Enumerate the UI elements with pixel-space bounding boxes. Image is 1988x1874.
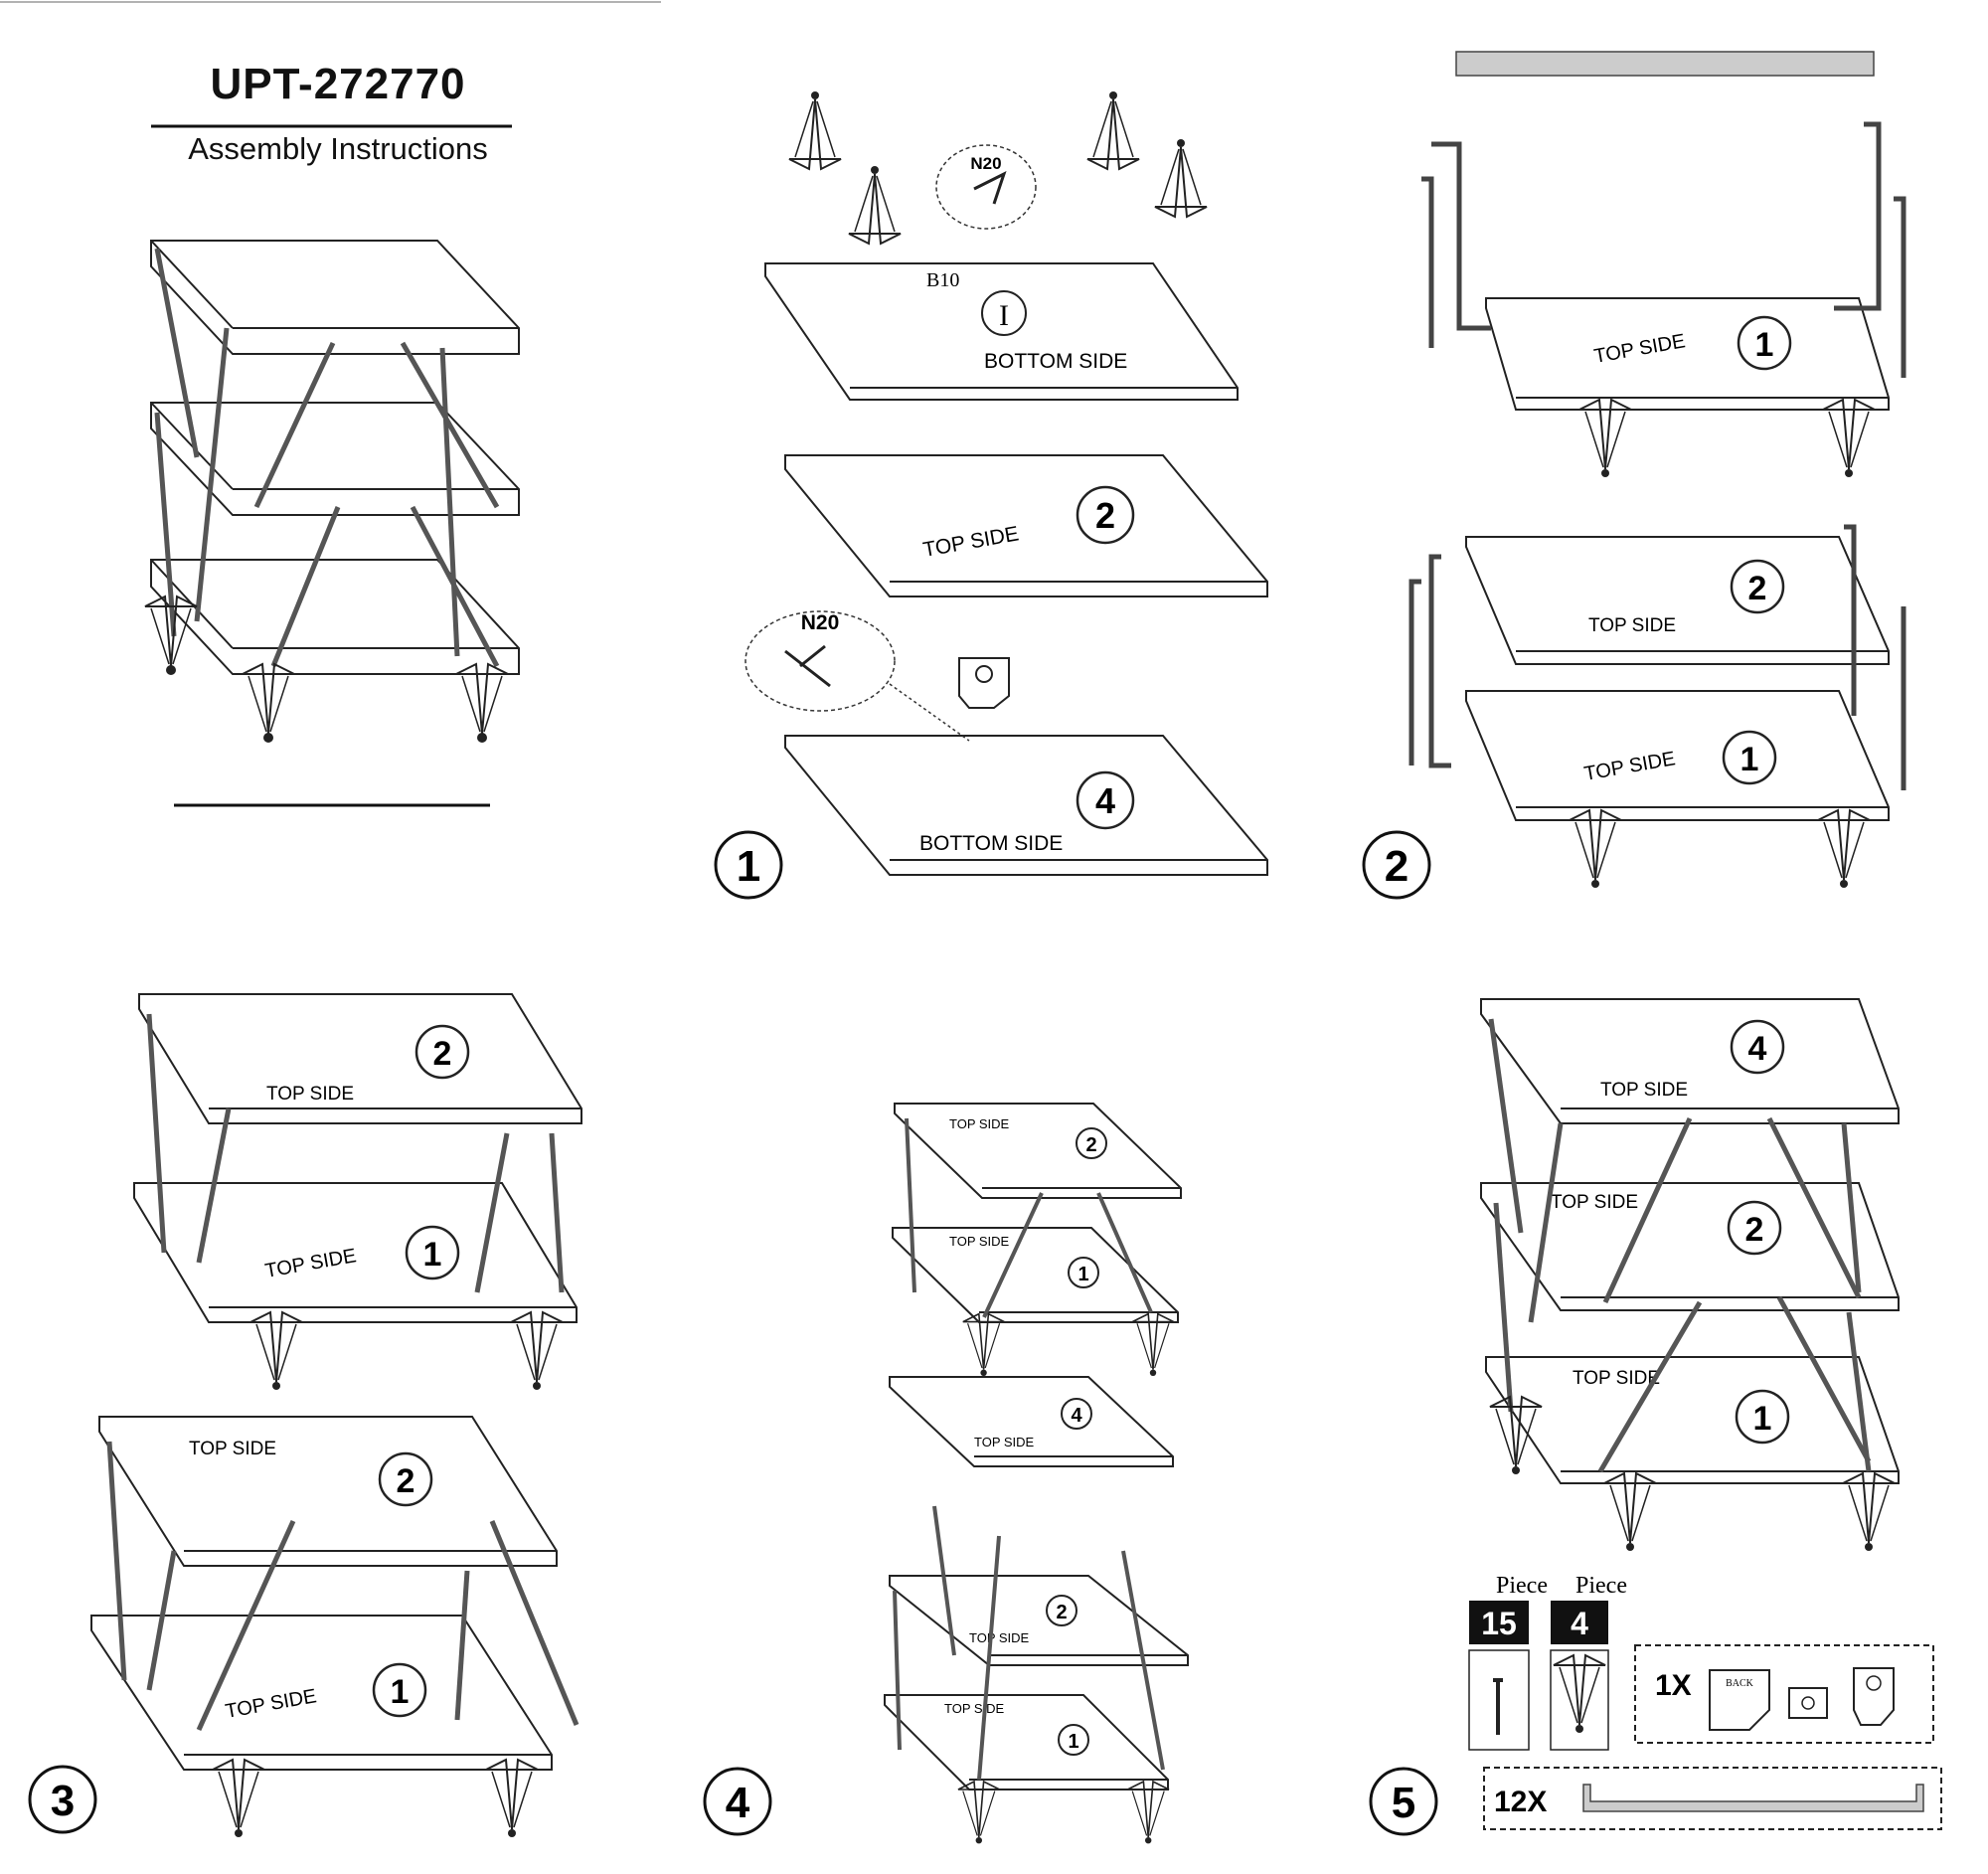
step-number-2: 2 bbox=[1362, 830, 1431, 900]
rod-multiplier: 12X bbox=[1494, 1786, 1547, 1818]
svg-text:4: 4 bbox=[726, 1779, 750, 1827]
screw-code-label-bottom: N20 bbox=[801, 611, 840, 634]
step-number-1: 1 bbox=[714, 830, 783, 900]
shelf-number-1-step5: 1 bbox=[1753, 1400, 1772, 1438]
overview-assembly bbox=[144, 240, 520, 743]
leg-quantity: 4 bbox=[1571, 1606, 1588, 1641]
screw-code-label-top: N20 bbox=[970, 154, 1001, 173]
piece-label-legs: Piece bbox=[1575, 1573, 1627, 1599]
step-1-diagram: I BOTTOM SIDE B10 N20 2 TOP SIDE 4 BOTTO… bbox=[745, 90, 1268, 876]
shelf-number-1-step2: 1 bbox=[1740, 741, 1759, 778]
piece-label-screws: Piece bbox=[1496, 1573, 1548, 1599]
top-side-label-step5-b: TOP SIDE bbox=[1551, 1192, 1638, 1213]
svg-text:3: 3 bbox=[51, 1777, 75, 1825]
shelf-number-4-step1: 4 bbox=[1095, 780, 1115, 821]
step-number-4: 4 bbox=[703, 1767, 772, 1836]
step-number-5: 5 bbox=[1369, 1767, 1438, 1836]
shelf-number-2-step5: 2 bbox=[1745, 1211, 1764, 1249]
top-side-label-step3-c: TOP SIDE bbox=[189, 1439, 276, 1459]
top-side-label-step5-a: TOP SIDE bbox=[1600, 1080, 1688, 1101]
svg-text:2: 2 bbox=[1385, 842, 1408, 891]
top-side-label-step4-d: TOP SIDE bbox=[969, 1630, 1030, 1645]
top-side-label-step2-b: TOP SIDE bbox=[1588, 615, 1676, 636]
shelf-number-4-step4: 4 bbox=[1071, 1405, 1082, 1427]
shelf-number-1-step4-top: 1 bbox=[1077, 1264, 1088, 1285]
hardware-multiplier: 1X bbox=[1655, 1669, 1692, 1702]
shelf-number-2-step4-bottom: 2 bbox=[1056, 1602, 1067, 1623]
svg-text:5: 5 bbox=[1392, 1779, 1415, 1827]
shelf-number-2-step3-bottom: 2 bbox=[397, 1462, 415, 1500]
top-side-label-step5-c: TOP SIDE bbox=[1573, 1368, 1660, 1389]
bottom-side-label: BOTTOM SIDE bbox=[984, 350, 1127, 373]
shelf-number-2-step3-top: 2 bbox=[433, 1035, 452, 1073]
shelf-number-I: I bbox=[999, 299, 1009, 332]
shelf-number-2-step1: 2 bbox=[1095, 495, 1115, 536]
leg-screw-label: B10 bbox=[926, 269, 959, 291]
top-side-label-step4-b: TOP SIDE bbox=[949, 1234, 1010, 1249]
shelf-number-1-step3-top: 1 bbox=[423, 1236, 442, 1274]
top-side-label-step4-c: TOP SIDE bbox=[974, 1435, 1035, 1449]
shelf-number-1-step3-bottom: 1 bbox=[391, 1673, 410, 1711]
step-2-diagram: 1 TOP SIDE 2 TOP SIDE 1 TOP SIDE bbox=[1408, 51, 1906, 889]
top-side-label-step4-a: TOP SIDE bbox=[949, 1116, 1010, 1131]
document-subtitle: Assembly Instructions bbox=[188, 131, 488, 166]
top-side-label-step4-e: TOP SIDE bbox=[944, 1701, 1005, 1716]
svg-text:1: 1 bbox=[737, 842, 760, 891]
step-5-diagram: 4 TOP SIDE 2 TOP SIDE 1 TOP SIDE Piece P… bbox=[1468, 998, 1942, 1830]
bottom-side-label-2: BOTTOM SIDE bbox=[919, 832, 1063, 855]
shelf-number-2-step4-top: 2 bbox=[1085, 1134, 1096, 1156]
top-side-label-step3-a: TOP SIDE bbox=[266, 1084, 354, 1105]
model-number: UPT-272770 bbox=[210, 60, 466, 108]
shelf-number-2-step2: 2 bbox=[1748, 570, 1767, 607]
shelf-number-4-step5: 4 bbox=[1748, 1030, 1767, 1068]
step-number-3: 3 bbox=[28, 1765, 97, 1834]
back-label: BACK bbox=[1726, 1678, 1754, 1689]
screw-quantity: 15 bbox=[1481, 1606, 1517, 1641]
shelf-number-1-step2-top: 1 bbox=[1755, 326, 1774, 364]
shelf-number-1-step4-bottom: 1 bbox=[1068, 1731, 1078, 1753]
step-4-diagram: 2 TOP SIDE 1 TOP SIDE 4 TOP SIDE 2 TOP S… bbox=[884, 1103, 1189, 1845]
step-3-diagram: 2 TOP SIDE 1 TOP SIDE 2 TOP SIDE 1 TOP S… bbox=[90, 993, 582, 1838]
